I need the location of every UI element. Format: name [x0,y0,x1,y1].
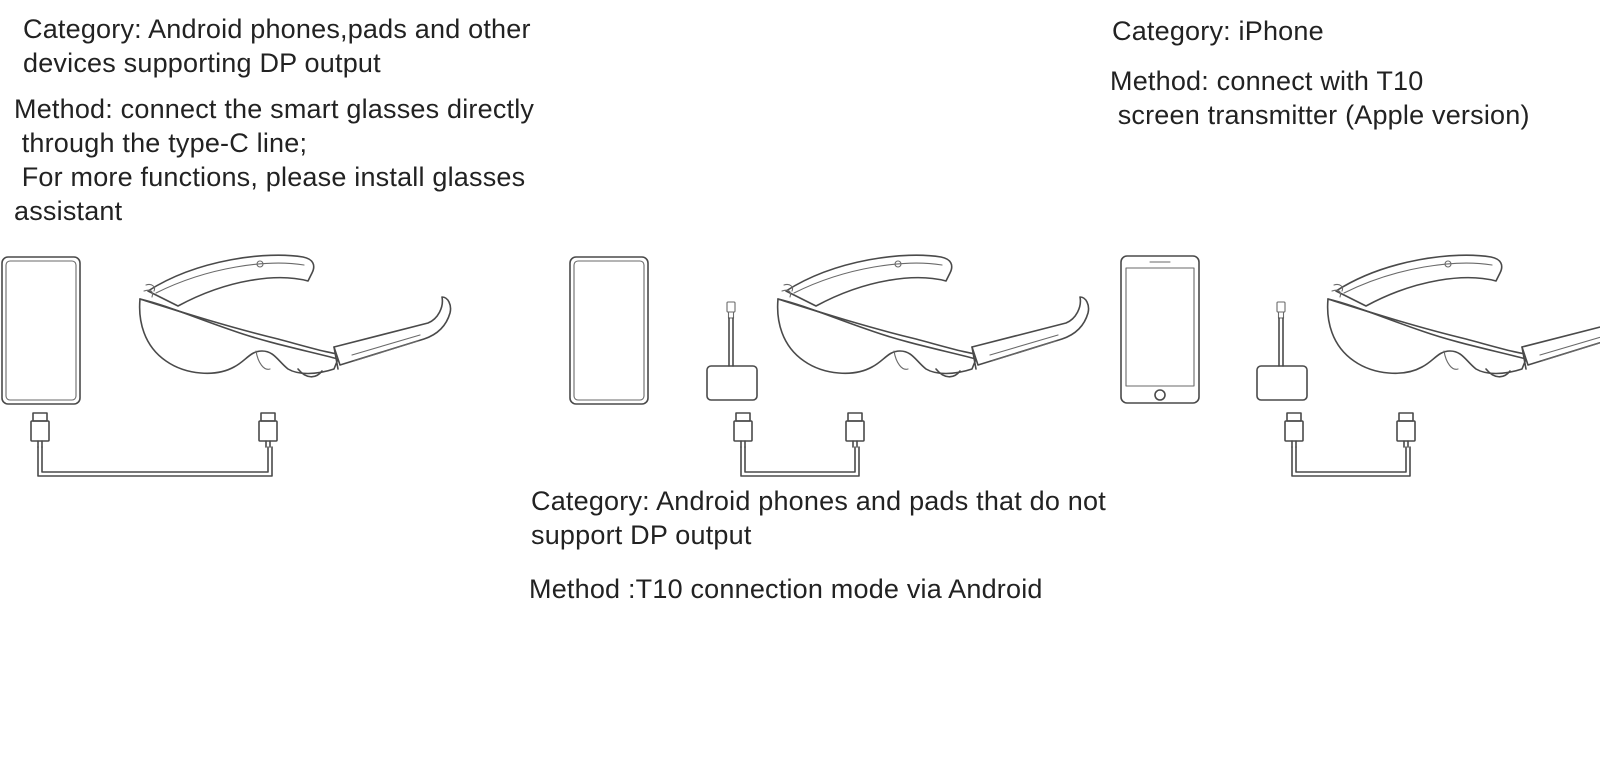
iphone-category-text: Category: iPhone [1112,16,1324,46]
iphone-method-text: Method: connect with T10 screen transmit… [1110,66,1530,130]
iphone-smart-glasses-icon [1326,254,1600,378]
android-t10-type-c-cable-icon [733,412,865,477]
iphone-type-c-cable-icon [1284,412,1416,477]
android-t10-method-text: Method :T10 connection mode via Android [529,574,1043,604]
android-t10-phone-icon [569,256,649,405]
direct-smart-glasses-icon [138,254,452,378]
direct-category-text: Category: Android phones,pads and other … [23,14,531,78]
android-t10-smart-glasses-icon [776,254,1090,378]
android-t10-category-text: Category: Android phones and pads that d… [531,486,1106,550]
iphone-t10-adapter-icon [1256,301,1308,401]
direct-android-phone-icon [1,256,81,405]
direct-type-c-cable-icon [30,412,278,477]
iphone-icon [1120,255,1200,404]
direct-method-text: Method: connect the smart glasses direct… [14,94,535,226]
android-t10-adapter-icon [706,301,758,401]
